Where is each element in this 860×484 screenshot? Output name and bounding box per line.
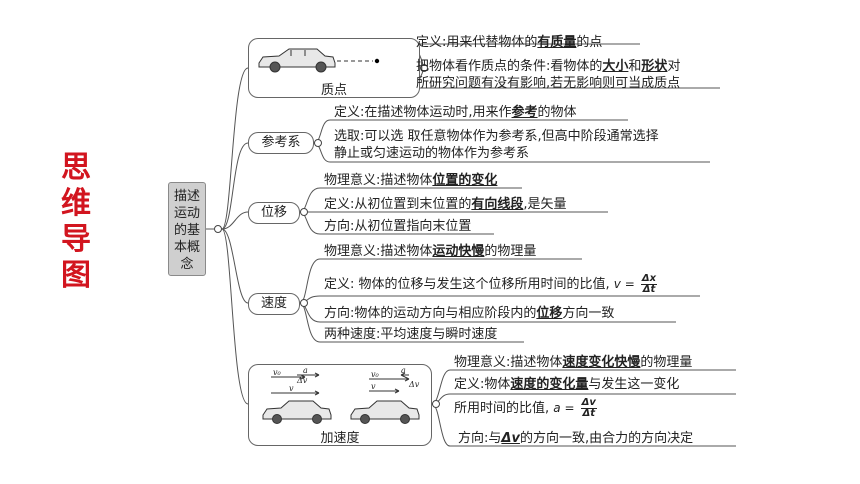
fig-v0-label: v₀ [273,368,282,377]
acceleration-node: v₀ a Δv v v₀ a Δv v 加速度 [248,364,432,446]
fig-v-label: v [289,384,294,393]
side-title-char: 维 [61,186,91,221]
acceleration-direction: 方向:与Δv的方向一致,由合力的方向决定 [458,431,694,446]
root-label-line: 的基 [173,223,200,238]
side-title: 思 维 导 图 [56,150,96,294]
velocity-meaning: 物理意义:描述物体运动快慢的物理量 [324,244,537,259]
fig-dv-label: Δv [408,380,420,389]
velocity-node: 速度 [248,293,300,315]
particle-condition: 把物体看作质点的条件:看物体的大小和形状对 所研究问题有没有影响,若无影响则可当… [416,59,681,91]
fig-a-label: a [401,366,406,375]
root-label-line: 描述 [173,189,200,204]
reference-definition: 定义:在描述物体运动时,用来作参考的物体 [334,105,577,120]
particle-definition: 定义:用来代替物体的有质量的点 [416,35,603,50]
root-label-line: 运动 [173,206,200,221]
reference-node-label: 参考系 [261,135,301,150]
velocity-node-label: 速度 [260,296,287,311]
displacement-meaning: 物理意义:描述物体位置的变化 [324,173,498,188]
car-point-figure [258,48,380,73]
displacement-node: 位移 [248,202,300,224]
fig-dv-label: Δv [296,376,308,385]
velocity-direction: 方向:物体的运动方向与相应阶段内的位移方向一致 [324,306,615,321]
acceleration-node-label: 加速度 [320,431,360,446]
root-label-line: 念 [180,257,194,272]
acceleration-figure: v₀ a Δv v v₀ a Δv v [262,366,420,424]
displacement-definition: 定义:从初位置到末位置的有向线段,是矢量 [324,197,567,212]
side-title-char: 导 [61,222,91,257]
displacement-direction: 方向:从初位置指向末位置 [324,219,472,234]
particle-node: 质点 [248,38,420,98]
reference-selection: 选取:可以选 取任意物体作为参考系,但高中阶段通常选择 静止或匀速运动的物体作为… [334,129,659,161]
fig-v-label: v [371,382,376,391]
fig-a-label: a [303,366,308,375]
side-title-char: 思 [61,150,91,185]
particle-node-label: 质点 [320,83,347,98]
velocity-kinds: 两种速度:平均速度与瞬时速度 [324,327,498,342]
side-title-char: 图 [61,258,91,293]
reference-node: 参考系 [248,132,314,154]
root-node: 描述 运动 的基 本概 念 [168,182,206,276]
acceleration-meaning: 物理意义:描述物体速度变化快慢的物理量 [454,355,693,370]
fig-v0-label: v₀ [371,370,380,379]
root-label-line: 本概 [173,240,200,255]
displacement-node-label: 位移 [260,205,287,220]
